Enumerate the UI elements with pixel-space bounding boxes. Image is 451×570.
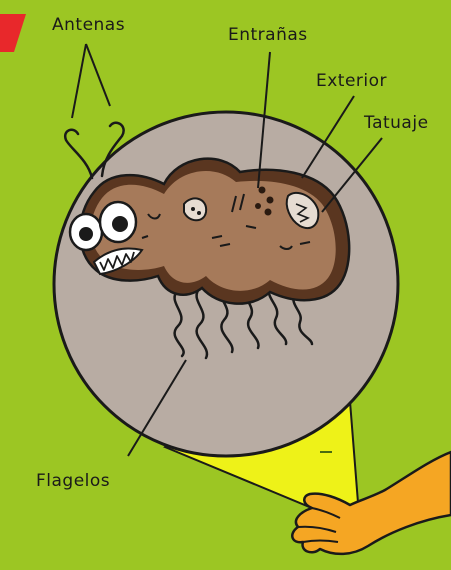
- label-exterior: Exterior: [316, 71, 387, 91]
- label-entranas: Entrañas: [228, 25, 308, 45]
- label-antenas: Antenas: [52, 15, 125, 35]
- label-flagelos: Flagelos: [36, 471, 110, 491]
- label-tatuaje: Tatuaje: [363, 113, 429, 133]
